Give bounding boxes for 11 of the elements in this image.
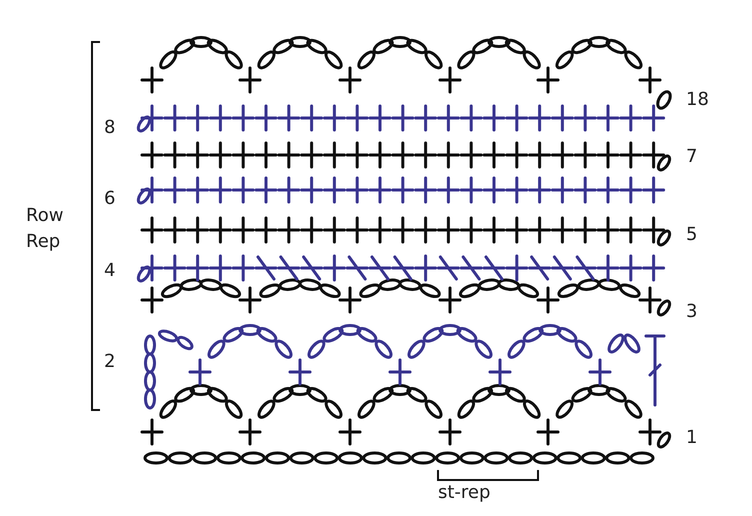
row-number: 7	[686, 146, 698, 168]
row-number: 1	[686, 427, 698, 449]
row-number: 3	[686, 301, 698, 323]
row-number: 2	[104, 351, 116, 373]
row-number: 8	[104, 117, 116, 139]
bracket-label: st-rep	[438, 482, 490, 504]
row-number: 6	[104, 188, 116, 210]
bracket-label: Row Rep	[26, 204, 64, 254]
row-number: 4	[104, 260, 116, 282]
row-number: 5	[686, 224, 698, 246]
row-number: 18	[686, 89, 709, 111]
